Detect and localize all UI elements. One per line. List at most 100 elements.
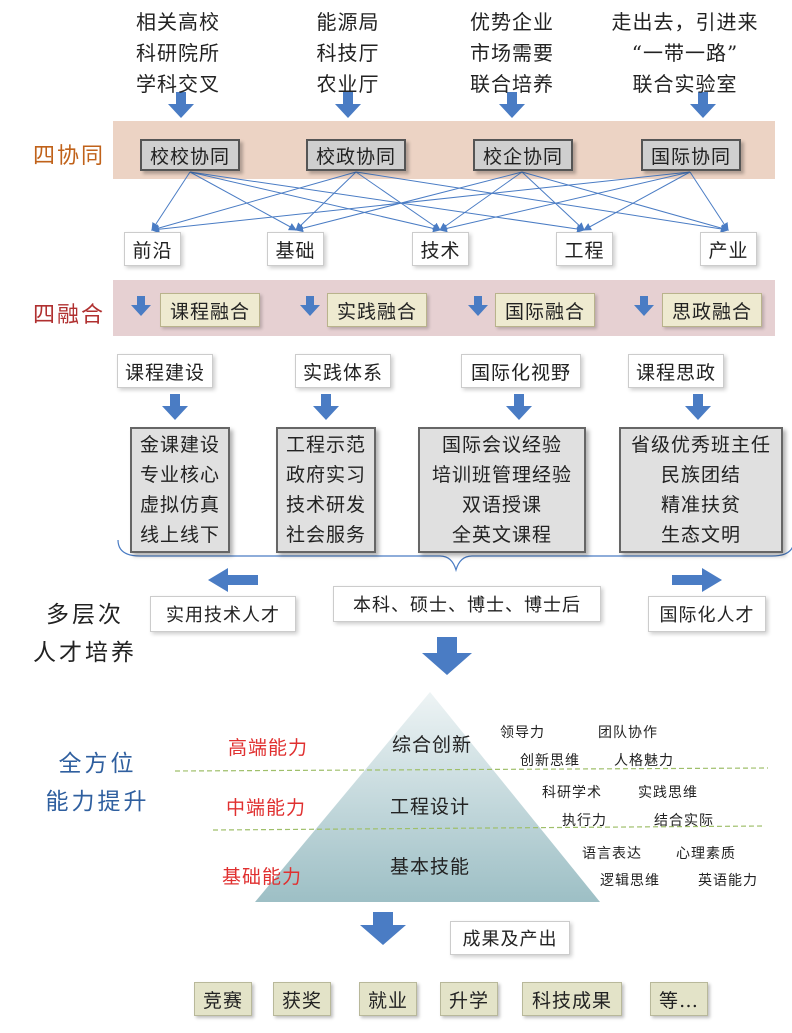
details-practice: 工程示范 政府实习 技术研发 社会服务	[276, 427, 376, 553]
tier-innovation: 综合创新	[391, 734, 472, 756]
talent-degrees: 本科、硕士、博士、博士后	[333, 586, 601, 622]
pyramid-down-arrow	[422, 637, 472, 675]
source-international: 走出去，引进来 “一带一路” 联合实验室	[605, 7, 765, 100]
ability-pyramid	[255, 692, 600, 902]
source-arrow-4	[690, 92, 716, 118]
fusion-arrows	[131, 296, 654, 316]
skill-practicality: 结合实际	[654, 813, 714, 829]
level-mid: 中端能力	[226, 797, 307, 819]
skill-charisma: 人格魅力	[614, 753, 674, 769]
talent-label: 多层次 人才培养	[30, 596, 140, 672]
fusion-course: 课程融合	[160, 293, 260, 327]
source-line: 科技厅	[316, 41, 380, 65]
skill-teamwork: 团队协作	[598, 725, 658, 741]
source-government: 能源局 科技厅 农业厅	[278, 7, 418, 100]
detail-item: 政府实习	[285, 464, 366, 486]
detail-item: 金课建设	[139, 434, 220, 456]
outcome-competition: 竞赛	[194, 982, 252, 1016]
domain-technology: 技术	[412, 232, 469, 266]
outcome-research-results: 科技成果	[522, 982, 622, 1016]
collab-links	[151, 171, 729, 234]
talent-label-line: 多层次	[46, 602, 124, 628]
source-line: 联合培养	[470, 72, 554, 96]
skill-leadership: 领导力	[500, 725, 545, 741]
detail-item: 精准扶贫	[660, 494, 741, 516]
outcome-label: 成果及产出	[450, 921, 570, 955]
curly-brace	[117, 539, 792, 573]
left-arrow	[208, 568, 258, 592]
source-arrow-3	[499, 92, 525, 118]
source-universities: 相关高校 科研院所 学科交叉	[108, 7, 248, 100]
fusion-label: 四融合	[33, 303, 106, 328]
detail-item: 专业核心	[139, 464, 220, 486]
ability-label: 全方位 能力提升	[40, 745, 155, 821]
source-line: 科研院所	[136, 41, 220, 65]
domain-foundation: 基础	[267, 232, 324, 266]
talent-label-line: 人才培养	[33, 640, 137, 666]
ability-label-line: 能力提升	[45, 789, 150, 815]
level-base: 基础能力	[222, 866, 303, 888]
talent-international: 国际化人才	[648, 596, 766, 632]
details-international: 国际会议经验 培训班管理经验 双语授课 全英文课程	[418, 427, 586, 553]
fusion-international: 国际融合	[495, 293, 595, 327]
source-arrow-1	[168, 92, 194, 118]
detail-item: 社会服务	[285, 524, 366, 546]
category-arrow-2	[313, 394, 339, 420]
detail-item: 线上线下	[139, 524, 220, 546]
category-arrow-4	[685, 394, 711, 420]
detail-item: 国际会议经验	[441, 434, 562, 456]
source-line: 联合实验室	[632, 72, 738, 96]
outcome-etc: 等…	[650, 982, 708, 1016]
fusion-arrow-4	[634, 296, 654, 316]
fusion-arrow-3	[468, 296, 488, 316]
detail-item: 全英文课程	[451, 524, 552, 546]
collab-school-school: 校校协同	[140, 139, 240, 171]
category-practice-system: 实践体系	[295, 354, 391, 388]
skill-expression: 语言表达	[582, 846, 642, 862]
domain-engineering: 工程	[556, 232, 613, 266]
source-arrow-2	[335, 92, 361, 118]
outcome-awards: 获奖	[273, 982, 331, 1016]
source-line: 能源局	[316, 10, 380, 34]
divider-mid	[212, 825, 766, 831]
category-arrows	[162, 394, 711, 420]
skill-practical-thinking: 实践思维	[638, 785, 698, 801]
detail-item: 省级优秀班主任	[630, 434, 771, 456]
outcome-employment: 就业	[359, 982, 417, 1016]
skill-innovative-thinking: 创新思维	[520, 753, 580, 769]
detail-item: 生态文明	[660, 524, 741, 546]
detail-item: 培训班管理经验	[431, 464, 572, 486]
outcome-arrow	[360, 912, 406, 945]
source-enterprise: 优势企业 市场需要 联合培养	[442, 7, 582, 100]
fusion-ideology: 思政融合	[662, 293, 762, 327]
right-arrow	[672, 568, 722, 592]
category-ideology: 课程思政	[628, 354, 724, 388]
collab-school-government: 校政协同	[306, 139, 406, 171]
divider-high	[174, 767, 769, 772]
source-line: 农业厅	[316, 72, 380, 96]
source-line: 走出去，引进来	[611, 10, 759, 34]
source-arrows	[168, 92, 716, 118]
talent-practical: 实用技术人才	[150, 596, 296, 632]
tier-basic: 基本技能	[389, 856, 470, 878]
skill-english: 英语能力	[698, 873, 758, 889]
skill-logic: 逻辑思维	[600, 873, 660, 889]
source-line: 市场需要	[470, 41, 554, 65]
collab-international: 国际协同	[641, 139, 741, 171]
source-line: 学科交叉	[136, 72, 220, 96]
detail-item: 双语授课	[461, 494, 542, 516]
level-high: 高端能力	[228, 737, 309, 759]
domain-industry: 产业	[700, 232, 757, 266]
skill-research: 科研学术	[542, 785, 602, 801]
ability-label-line: 全方位	[58, 751, 137, 777]
collab-school-enterprise: 校企协同	[473, 139, 573, 171]
fusion-arrow-1	[131, 296, 151, 316]
detail-item: 工程示范	[285, 434, 366, 456]
domain-frontier: 前沿	[124, 232, 181, 266]
source-line: 优势企业	[470, 10, 554, 34]
details-course: 金课建设 专业核心 虚拟仿真 线上线下	[130, 427, 230, 553]
collab-label: 四协同	[33, 144, 106, 169]
details-ideology: 省级优秀班主任 民族团结 精准扶贫 生态文明	[619, 427, 783, 553]
source-line: “一带一路”	[631, 41, 739, 65]
